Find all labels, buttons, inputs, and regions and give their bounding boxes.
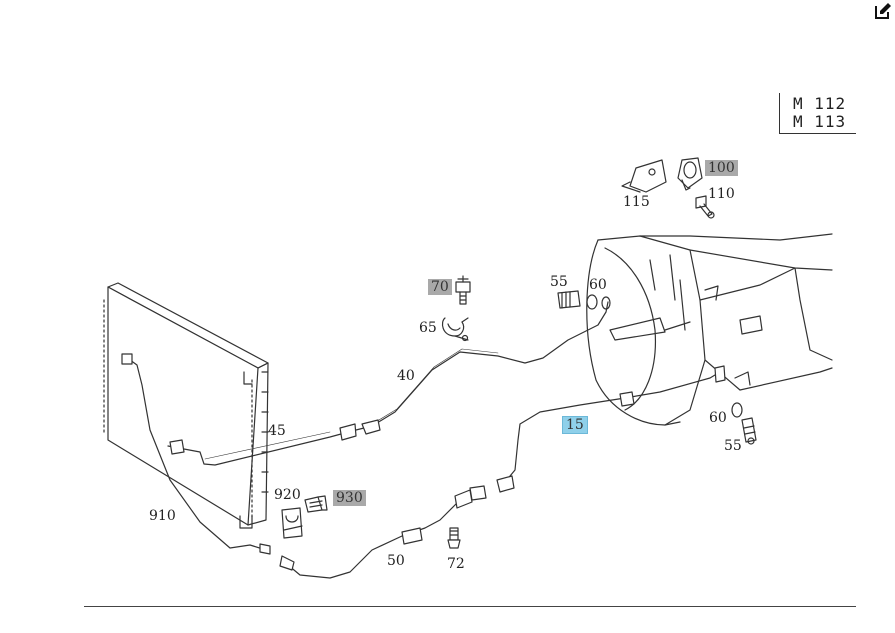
callout-55[interactable]: 55 bbox=[724, 438, 742, 454]
callout-100[interactable]: 100 bbox=[705, 160, 738, 176]
callout-60[interactable]: 60 bbox=[709, 410, 727, 426]
bottom-rule bbox=[84, 606, 856, 607]
oil-cooler bbox=[103, 282, 269, 529]
line-40 bbox=[371, 301, 609, 427]
mount-100 bbox=[677, 157, 703, 191]
bolt-930 bbox=[304, 495, 328, 513]
callout-72[interactable]: 72 bbox=[447, 556, 465, 572]
line-15 bbox=[504, 371, 721, 483]
edit-icon bbox=[875, 3, 891, 19]
transmission bbox=[586, 233, 833, 426]
clip-920 bbox=[281, 507, 303, 539]
bolt-72 bbox=[447, 527, 461, 549]
edit-button[interactable] bbox=[874, 2, 892, 20]
clamp-65 bbox=[441, 317, 469, 342]
bracket-115 bbox=[621, 159, 667, 193]
callout-110[interactable]: 110 bbox=[708, 186, 735, 202]
callout-930[interactable]: 930 bbox=[333, 490, 366, 506]
model-code-2: M 113 bbox=[793, 112, 847, 131]
model-code-1: M 112 bbox=[793, 94, 847, 113]
callout-50[interactable]: 50 bbox=[387, 553, 405, 569]
callout-55[interactable]: 55 bbox=[550, 274, 568, 290]
callout-60[interactable]: 60 bbox=[589, 277, 607, 293]
callout-65[interactable]: 65 bbox=[419, 320, 437, 336]
callout-45[interactable]: 45 bbox=[268, 423, 286, 439]
line-910 bbox=[125, 356, 267, 551]
banjo-bolt-55-bottom bbox=[731, 402, 757, 445]
callout-115[interactable]: 115 bbox=[623, 194, 650, 210]
callout-70[interactable]: 70 bbox=[428, 279, 452, 295]
line-50 bbox=[281, 493, 477, 579]
callout-15[interactable]: 15 bbox=[562, 416, 588, 434]
banjo-bolt-55-top bbox=[557, 290, 611, 310]
callout-910[interactable]: 910 bbox=[149, 508, 176, 524]
callout-920[interactable]: 920 bbox=[274, 487, 301, 503]
model-codes-box: M 112 M 113 bbox=[779, 93, 856, 134]
bolt-70 bbox=[455, 275, 471, 305]
bolt-110 bbox=[695, 195, 715, 219]
callout-40[interactable]: 40 bbox=[397, 368, 415, 384]
